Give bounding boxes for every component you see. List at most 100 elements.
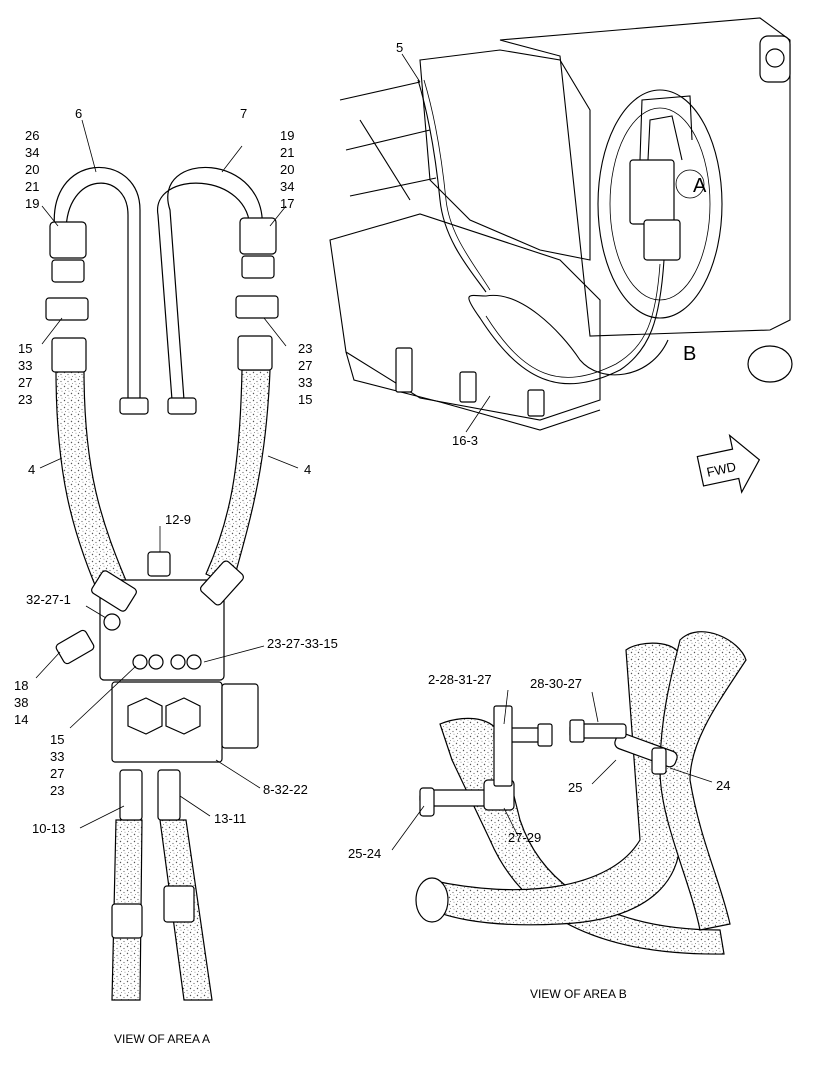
- label-15-left: 15: [18, 341, 32, 356]
- clamp-25-24-bolt: [419, 787, 435, 817]
- hose-4-right-end: [237, 335, 273, 371]
- nut-right: [235, 295, 279, 319]
- sensor-12-9: [147, 551, 171, 577]
- label-4-left: 4: [28, 462, 35, 477]
- port-3: [170, 654, 186, 670]
- label-27-29: 27-29: [508, 830, 541, 845]
- tube-6-end: [119, 397, 149, 415]
- port-32-27-1: [103, 613, 121, 631]
- label-10-13: 10-13: [32, 821, 65, 836]
- label-26: 26: [25, 128, 39, 143]
- label-34-left: 34: [25, 145, 39, 160]
- label-21-right: 21: [280, 145, 294, 160]
- hose-sleeve-right: [200, 560, 244, 606]
- label-18: 18: [14, 678, 28, 693]
- frame-body: [329, 213, 601, 421]
- label-15-right: 15: [298, 392, 312, 407]
- label-14: 14: [14, 712, 28, 727]
- label-7: 7: [240, 106, 247, 121]
- bracket-plate-b: [493, 705, 513, 787]
- bracket-arms: [339, 81, 437, 201]
- label-16-3: 16-3: [452, 433, 478, 448]
- label-5: 5: [396, 40, 403, 55]
- view-area-a: 6 7 26 34 20 21 19 19 21 20 34 17 15 33 …: [14, 106, 338, 1046]
- component-a-valve: [643, 219, 681, 261]
- label-2-28-31-27: 2-28-31-27: [428, 672, 492, 687]
- tube-7-end: [167, 397, 197, 415]
- label-area-b: B: [683, 343, 696, 365]
- hex-left: [127, 697, 163, 735]
- fitting-right-mid: [241, 255, 275, 279]
- label-23-lower: 23: [50, 783, 64, 798]
- label-area-a: A: [693, 175, 707, 197]
- port-1: [132, 654, 148, 670]
- hex-right: [165, 697, 201, 735]
- label-19-right: 19: [280, 128, 294, 143]
- hose-4-right: [205, 369, 271, 587]
- hose-4-left-end: [51, 337, 87, 373]
- label-17: 17: [280, 196, 294, 211]
- fitting-left-upper: [49, 221, 87, 259]
- label-6: 6: [75, 106, 82, 121]
- label-8-32-22: 8-32-22: [263, 782, 308, 797]
- component-a-tubes: [639, 95, 693, 161]
- nut-left: [45, 297, 89, 321]
- label-24: 24: [716, 778, 730, 793]
- hose-b-3: [659, 631, 747, 931]
- sleeve-lower-left: [111, 903, 143, 939]
- bolt-head-2: [537, 723, 553, 747]
- label-13-11: 13-11: [214, 811, 246, 826]
- fitting-10-13: [119, 769, 143, 821]
- label-20-left: 20: [25, 162, 39, 177]
- hose-route-16-3: [468, 259, 669, 385]
- caption-view-area-b: VIEW OF AREA B: [530, 987, 627, 1001]
- label-27-left: 27: [18, 375, 32, 390]
- lower-bracket-1: [395, 347, 413, 393]
- fwd-arrow: FWD: [696, 433, 761, 494]
- plug-18-38-14: [55, 629, 95, 665]
- label-23-27-33-15: 23-27-33-15: [267, 636, 338, 651]
- label-27-lower: 27: [50, 766, 64, 781]
- rear-pin: [747, 345, 793, 383]
- lower-bracket-3: [527, 389, 545, 417]
- tube-5-route: [417, 79, 487, 293]
- component-a-block: [629, 159, 675, 225]
- hose-sleeve-left: [91, 570, 137, 612]
- fitting-right-upper: [239, 217, 277, 255]
- label-25: 25: [568, 780, 582, 795]
- bolt-head-28: [569, 719, 585, 743]
- label-27-right: 27: [298, 358, 312, 373]
- clamp-24-bolt: [651, 747, 667, 775]
- overview-drawing: 5 16-3 A B FWD: [329, 17, 793, 494]
- label-23-left: 23: [18, 392, 32, 407]
- frame-beam: [345, 351, 601, 431]
- hose-4-left: [55, 369, 131, 607]
- port-2: [148, 654, 164, 670]
- lower-bracket-2: [459, 371, 477, 403]
- cab-outline: [499, 17, 791, 337]
- tube-6: [53, 166, 141, 401]
- fitting-13-11: [157, 769, 181, 821]
- sleeve-lower-right: [163, 885, 195, 923]
- rotor-disk: [597, 89, 723, 319]
- label-33-right: 33: [298, 375, 312, 390]
- label-33-left: 33: [18, 358, 32, 373]
- label-28-30-27: 28-30-27: [530, 676, 582, 691]
- port-4: [186, 654, 202, 670]
- label-25-24: 25-24: [348, 846, 381, 861]
- area-a-marker: [675, 169, 705, 199]
- hose-b-end-1: [415, 877, 449, 923]
- label-23-right: 23: [298, 341, 312, 356]
- valve-side-plate: [221, 683, 259, 749]
- label-19-left: 19: [25, 196, 39, 211]
- label-38: 38: [14, 695, 28, 710]
- label-12-9: 12-9: [165, 512, 191, 527]
- view-area-b: 2-28-31-27 28-30-27 25 24 27-29 25-24 VI…: [348, 631, 747, 1001]
- label-32-27-1: 32-27-1: [26, 592, 71, 607]
- fitting-left-mid: [51, 259, 85, 283]
- label-15-lower: 15: [50, 732, 64, 747]
- caption-view-area-a: VIEW OF AREA A: [114, 1032, 210, 1046]
- cab-corner-hole: [765, 48, 785, 68]
- fwd-label: FWD: [705, 459, 737, 480]
